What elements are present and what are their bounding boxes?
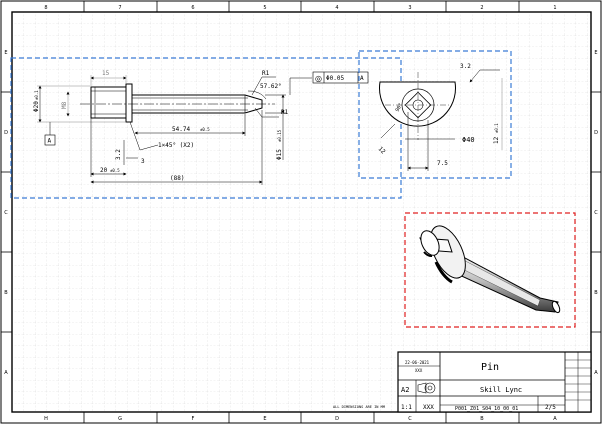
title-note: ALL DIMENSIONS ARE IN MM (333, 405, 386, 409)
side-dim-12-tol: ±0.1 (494, 123, 499, 133)
gdt-concentricity-icon: ◎ (315, 74, 322, 83)
datum-a-box (44, 134, 56, 146)
zone-letter-left-b: B (4, 290, 8, 296)
zone-letter-left-a: A (4, 370, 8, 376)
zone-letter-left-e: E (4, 50, 7, 56)
side-dim-90: 90° (395, 102, 405, 113)
front-view-dimensions (37, 75, 312, 185)
dim-3-2: 3.2 (115, 149, 122, 160)
zone-letter-g: G (118, 416, 122, 422)
title-sheet-size: A2 (401, 386, 409, 394)
dim-dia-20: Φ20 (33, 101, 40, 112)
zone-letter-c: C (408, 416, 412, 422)
zone-number-3: 3 (408, 5, 411, 11)
title-part-name: Pin (481, 362, 499, 373)
datum-a-label: A (48, 138, 52, 145)
zone-letter-d: D (335, 416, 339, 422)
dim-chamfer: 1×45° (X2) (158, 142, 194, 149)
dim-angle: 57.62° (260, 83, 282, 90)
side-dim-dia-40: Φ40 (462, 136, 475, 144)
dim-3: 3 (141, 158, 145, 165)
front-view-part (80, 83, 275, 123)
zone-letter-left-d: D (4, 130, 8, 136)
title-checked: XXX (423, 404, 434, 411)
zone-number-4: 4 (335, 5, 338, 11)
zone-number-8: 8 (44, 5, 47, 11)
zone-letter-right-a: A (594, 370, 598, 376)
zone-letter-e: E (263, 416, 266, 422)
zone-number-6: 6 (191, 5, 194, 11)
side-dim-12-left: 12 (377, 145, 387, 155)
title-company: Skill Lync (480, 386, 522, 394)
title-drawing-number: P001_Z01_S04_10_00_01 (455, 406, 518, 412)
dim-r1-top: R1 (262, 70, 270, 77)
gdt-datum: A (360, 75, 364, 82)
zone-letter-right-b: B (594, 290, 598, 296)
dim-54-74: 54.74 (172, 126, 190, 133)
zone-letter-f: F (192, 416, 195, 422)
title-block (397, 351, 592, 413)
zone-letter-right-e: E (594, 50, 597, 56)
title-scale: 1:1 (401, 404, 412, 411)
title-drawn-by: XXX (415, 368, 423, 373)
dim-dia-15-tol: ±0.15 (277, 129, 282, 142)
zone-letter-a: A (553, 416, 557, 422)
front-view-frame[interactable] (10, 57, 402, 199)
gdt-tolerance: Φ0.05 (326, 75, 344, 82)
zone-number-2: 2 (480, 5, 483, 11)
dim-20: 20 (100, 167, 108, 174)
title-date: 22-06-2021 (405, 360, 430, 365)
dim-dia-15: Φ15 (276, 149, 283, 160)
projection-symbol-icon (417, 382, 436, 394)
dim-20-tol: ±0.5 (110, 168, 120, 173)
isometric-view-part (419, 225, 561, 314)
side-view-frame[interactable] (358, 50, 512, 179)
side-dim-3-2: 3.2 (460, 63, 471, 70)
zone-letter-right-d: D (594, 130, 598, 136)
zone-letter-left-c: C (4, 210, 8, 216)
dim-m8: M8 (61, 101, 68, 109)
gdt-frame: ◎ Φ0.05 A (312, 71, 369, 84)
dim-88: (88) (170, 175, 184, 182)
zone-letter-h: H (44, 416, 48, 422)
zone-number-7: 7 (118, 5, 121, 11)
side-view-part (379, 72, 456, 140)
side-dim-12: 12 (493, 136, 500, 144)
dim-r1-side: R1 (281, 109, 289, 116)
dim-15: 15 (102, 70, 110, 77)
side-view-dimensions (380, 69, 503, 171)
dim-dia-20-tol: ±0.1 (34, 90, 39, 100)
zone-letter-b: B (480, 416, 484, 422)
zone-number-5: 5 (263, 5, 266, 11)
isometric-view-frame[interactable] (404, 212, 576, 328)
sheet-inner-border (11, 11, 592, 413)
zone-letter-right-c: C (594, 210, 598, 216)
side-dim-7-5: 7.5 (437, 160, 448, 167)
dim-54-74-tol: ±0.5 (200, 127, 210, 132)
title-sheet-number: 2/5 (545, 404, 556, 411)
zone-number-1: 1 (553, 5, 556, 11)
